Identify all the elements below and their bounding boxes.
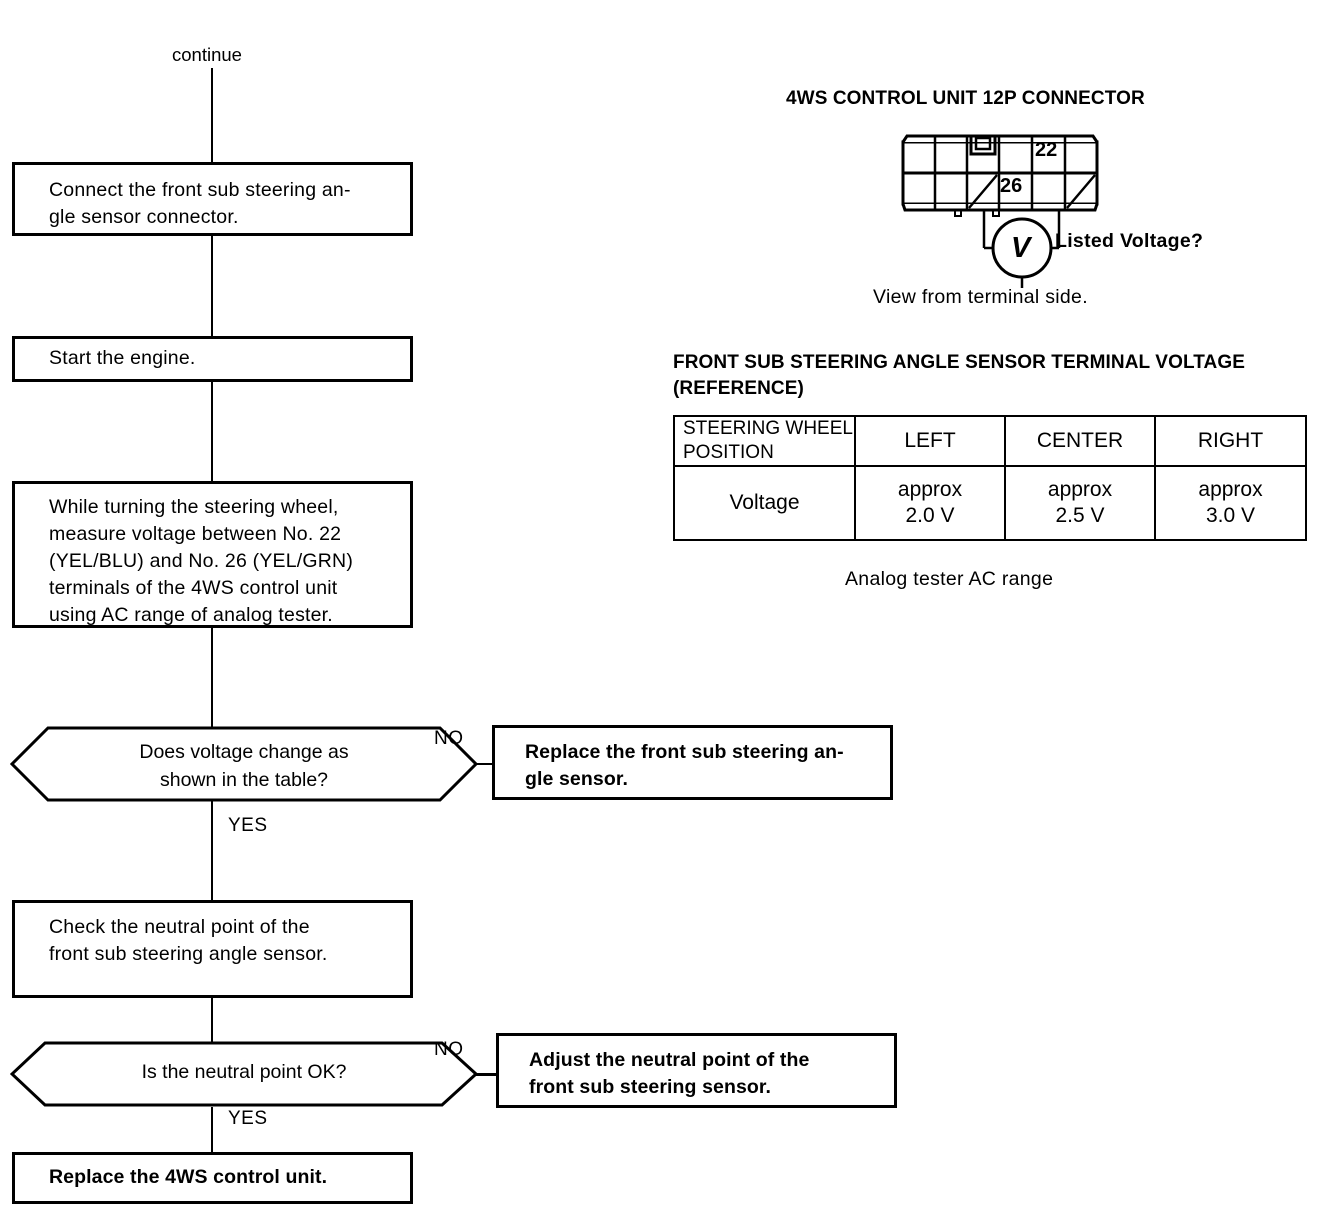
outcome-adjust-neutral-text: Adjust the neutral point of the front su… [529, 1049, 810, 1098]
connector-step4-to-decision2 [211, 998, 213, 1043]
connector-step1-to-step2 [211, 236, 213, 337]
outcome-replace-sensor: Replace the front sub steering an- gle s… [492, 725, 893, 800]
yes-branch-line-1 [211, 800, 213, 900]
step-check-neutral: Check the neutral point of the front sub… [12, 900, 413, 998]
step-start-engine-text: Start the engine. [49, 347, 196, 369]
header-steering-wheel-position: STEERING WHEEL POSITION [673, 415, 856, 467]
outcome-replace-sensor-text: Replace the front sub steering an- gle s… [525, 741, 844, 790]
no-label-1: NO [434, 728, 464, 749]
row-label-voltage: Voltage [673, 465, 856, 541]
header-left: LEFT [854, 415, 1006, 467]
table-row-header: STEERING WHEEL POSITION LEFT CENTER RIGH… [673, 415, 1307, 467]
voltage-reference-table: STEERING WHEEL POSITION LEFT CENTER RIGH… [673, 415, 1307, 541]
voltage-right: approx 3.0 V [1154, 465, 1307, 541]
step-measure-voltage: While turning the steering wheel, measur… [12, 481, 413, 628]
step-check-neutral-text: Check the neutral point of the front sub… [49, 916, 328, 965]
continue-label: continue [172, 44, 242, 65]
step-connect-sensor-text: Connect the front sub steering an- gle s… [49, 179, 351, 228]
connector-title: 4WS CONTROL UNIT 12P CONNECTOR [786, 88, 1145, 109]
connector-step2-to-step3 [211, 382, 213, 482]
step-measure-voltage-text: While turning the steering wheel, measur… [49, 496, 354, 626]
voltmeter-symbol: V [1011, 232, 1031, 264]
decision-voltage-change-text: Does voltage change as shown in the tabl… [139, 741, 349, 791]
pin-26-label: 26 [1000, 175, 1023, 197]
flow-entry-line [211, 68, 213, 163]
outcome-replace-control-unit: Replace the 4WS control unit. [12, 1152, 413, 1204]
pin-22-label: 22 [1035, 139, 1058, 161]
voltage-table-title: FRONT SUB STEERING ANGLE SENSOR TERMINAL… [673, 352, 1246, 399]
no-label-2: NO [434, 1039, 464, 1060]
decision-neutral-ok: Is the neutral point OK? [10, 1041, 478, 1107]
table-row-voltage: Voltage approx 2.0 V approx 2.5 V approx… [673, 465, 1307, 541]
step-connect-sensor: Connect the front sub steering an- gle s… [12, 162, 413, 236]
outcome-replace-control-unit-text: Replace the 4WS control unit. [49, 1166, 328, 1188]
yes-label-1: YES [228, 815, 268, 836]
no-branch-line-2 [476, 1073, 496, 1076]
listed-voltage-question: Listed Voltage? [1055, 230, 1204, 252]
voltage-center: approx 2.5 V [1004, 465, 1156, 541]
voltage-left: approx 2.0 V [854, 465, 1006, 541]
yes-branch-line-2 [211, 1107, 213, 1153]
header-center: CENTER [1004, 415, 1156, 467]
decision-neutral-ok-text: Is the neutral point OK? [141, 1061, 347, 1083]
decision-voltage-change: Does voltage change as shown in the tabl… [10, 726, 478, 802]
header-right: RIGHT [1154, 415, 1307, 467]
yes-label-2: YES [228, 1108, 268, 1129]
table-footnote: Analog tester AC range [845, 568, 1054, 590]
connector-pin-diagram: 26 22 V [895, 128, 1245, 305]
outcome-adjust-neutral: Adjust the neutral point of the front su… [496, 1033, 897, 1108]
view-from-terminal-side-note: View from terminal side. [873, 286, 1088, 308]
step-start-engine: Start the engine. [12, 336, 413, 382]
no-branch-line-1 [476, 763, 494, 765]
connector-step3-to-decision1 [211, 628, 213, 728]
